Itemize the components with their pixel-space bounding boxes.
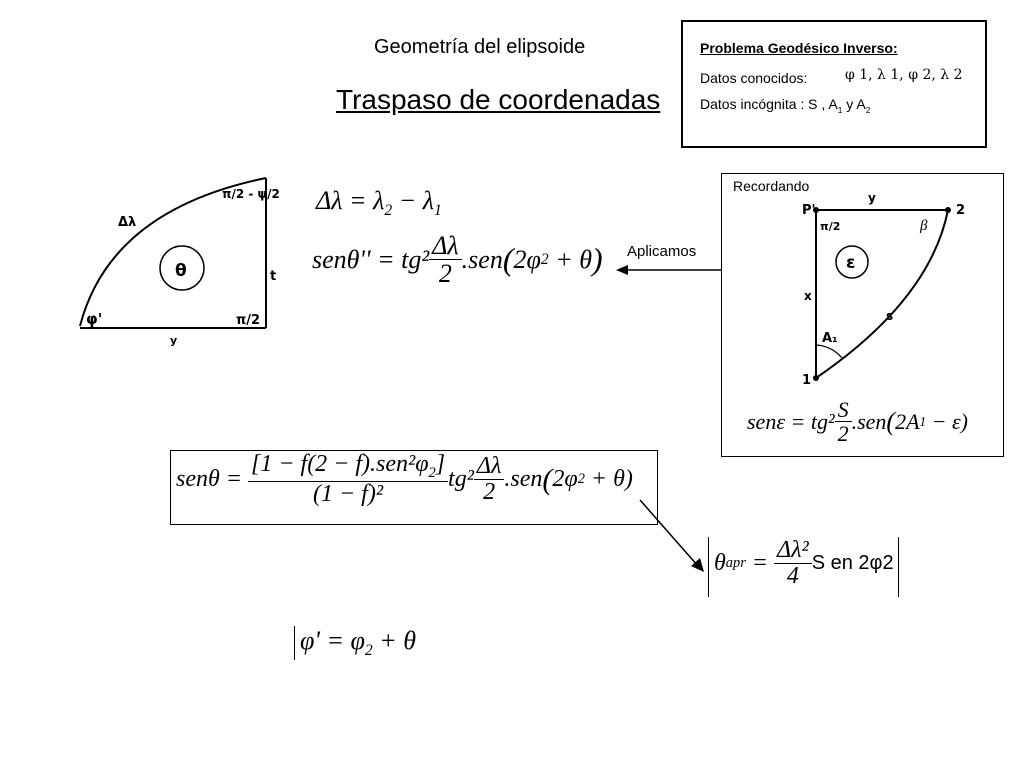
known-label: Datos conocidos: (700, 70, 808, 86)
main-tg: tg² (448, 466, 474, 493)
f2-arg-sub: 2 (540, 250, 549, 268)
main-arg-sub: 2 (577, 471, 585, 488)
recordando-title: Recordando (733, 178, 810, 194)
f1-sub-b: 1 (433, 202, 442, 220)
main-frac-num: Δλ (473, 453, 505, 481)
arc-s (815, 209, 949, 379)
rf-den: 2 (837, 421, 849, 447)
unknown-sub2: 2 (865, 104, 871, 115)
rf-arg-end: − ε) (931, 408, 968, 434)
f1-rhs-b: λ (422, 186, 434, 215)
f1-sub-a: 2 (384, 202, 393, 220)
rf-arg: 2A (895, 408, 920, 434)
formula-main: senθ = [1 − f(2 − f).sen²φ2] (1 − f)² tg… (176, 451, 633, 507)
formula-phi-prime: φ' = φ2 + θ (300, 626, 417, 660)
f1-rhs-a: λ (373, 186, 385, 215)
half-pi-label: π/2 (820, 220, 840, 233)
phi-end: + θ (379, 626, 417, 655)
subtitle: Geometría del elipsoide (374, 36, 586, 58)
main-num: [1 − f(2 − f).sen²φ (250, 451, 429, 477)
unknown-label: Datos incógnita : S , A (700, 96, 838, 112)
planar-triangle-diagram: P' y 2 β π/2 ε x s A₁ 1 (802, 191, 965, 388)
rf-tg: tg² (810, 408, 835, 434)
rf-arg-sub: 1 (919, 413, 927, 429)
apr-bar-right (898, 537, 899, 597)
right-angle-label: π/2 (236, 313, 260, 328)
recordando-box (721, 173, 1004, 457)
main-formula-box (170, 450, 658, 525)
phi-sub: 2 (364, 642, 373, 660)
f2-sen: .sen (461, 244, 503, 274)
phi-prime-label: φ' (86, 310, 102, 328)
a1-label: A₁ (822, 331, 838, 346)
s-label: s (886, 309, 893, 323)
top-angle-label: π/2 - ψ/2 (222, 187, 280, 201)
y-label-top: y (868, 191, 876, 205)
phi-rhs: φ (350, 626, 365, 655)
main-lhs: senθ (176, 466, 220, 493)
point-2-label: 2 (956, 203, 965, 218)
beta-label: β (919, 218, 928, 234)
approx-arrow (639, 499, 704, 572)
main-arg-end: + θ) (590, 466, 633, 493)
theta-label: θ (175, 261, 187, 281)
apr-bar-left (708, 537, 709, 597)
problem-title: Problema Geodésico Inverso: (700, 40, 898, 56)
formula-delta-lambda: Δλ = λ2 − λ1 (316, 186, 442, 220)
p-prime-label: P' (802, 203, 816, 218)
rf-lhs: senε (747, 408, 785, 434)
apr-lhs: θ (714, 550, 726, 577)
y-label: y (170, 334, 177, 347)
delta-lambda-label: Δλ (118, 215, 136, 230)
f2-lhs: senθ'' (312, 244, 371, 274)
rf-num: S (834, 398, 852, 423)
problem-box (681, 20, 987, 148)
f2-arg-a: 2φ (513, 244, 541, 274)
f2-tg: tg² (401, 244, 430, 274)
theta-circle (159, 245, 205, 291)
spherical-triangle-diagram: Δλ π/2 - ψ/2 θ t φ' π/2 y (79, 177, 280, 347)
phi-lhs: φ' (300, 626, 320, 655)
point-1-label: 1 (802, 373, 811, 388)
unknown-sub1: 1 (837, 104, 843, 115)
main-num-sub: 2 (428, 464, 436, 481)
f2-arg-b: + θ (555, 244, 593, 274)
unknown-and: y A (842, 96, 866, 112)
page-title: Traspaso de coordenadas (336, 84, 661, 115)
f2-num: Δλ (429, 232, 462, 261)
aplicamos-arrow (616, 265, 722, 275)
arc-delta-lambda (79, 177, 267, 327)
rf-sen: .sen (851, 408, 887, 434)
main-num-end: ] (435, 451, 446, 477)
epsilon-label: ε (846, 253, 855, 273)
phi-bar (294, 626, 295, 660)
f1-lhs: Δλ (316, 186, 343, 215)
apr-sub: apr (725, 555, 746, 572)
main-frac-den: 2 (483, 479, 496, 506)
unknown-line: Datos incógnita : S , A1 y A2 (700, 96, 870, 115)
a1-angle-arc (815, 344, 843, 359)
main-sen: .sen (504, 466, 543, 493)
apr-den: 4 (786, 563, 799, 590)
apr-rhs: S en 2φ2 (811, 552, 894, 575)
x-label: x (804, 289, 812, 303)
aplicamos-label: Aplicamos (627, 243, 697, 260)
epsilon-circle (835, 245, 869, 279)
known-values: φ 1, λ 1, φ 2, λ 2 (845, 67, 963, 83)
apr-num: Δλ² (774, 537, 812, 565)
t-label: t (270, 269, 276, 284)
main-arg: 2φ (552, 466, 578, 493)
main-den: (1 − f)² (312, 480, 384, 507)
f2-den: 2 (438, 259, 452, 289)
